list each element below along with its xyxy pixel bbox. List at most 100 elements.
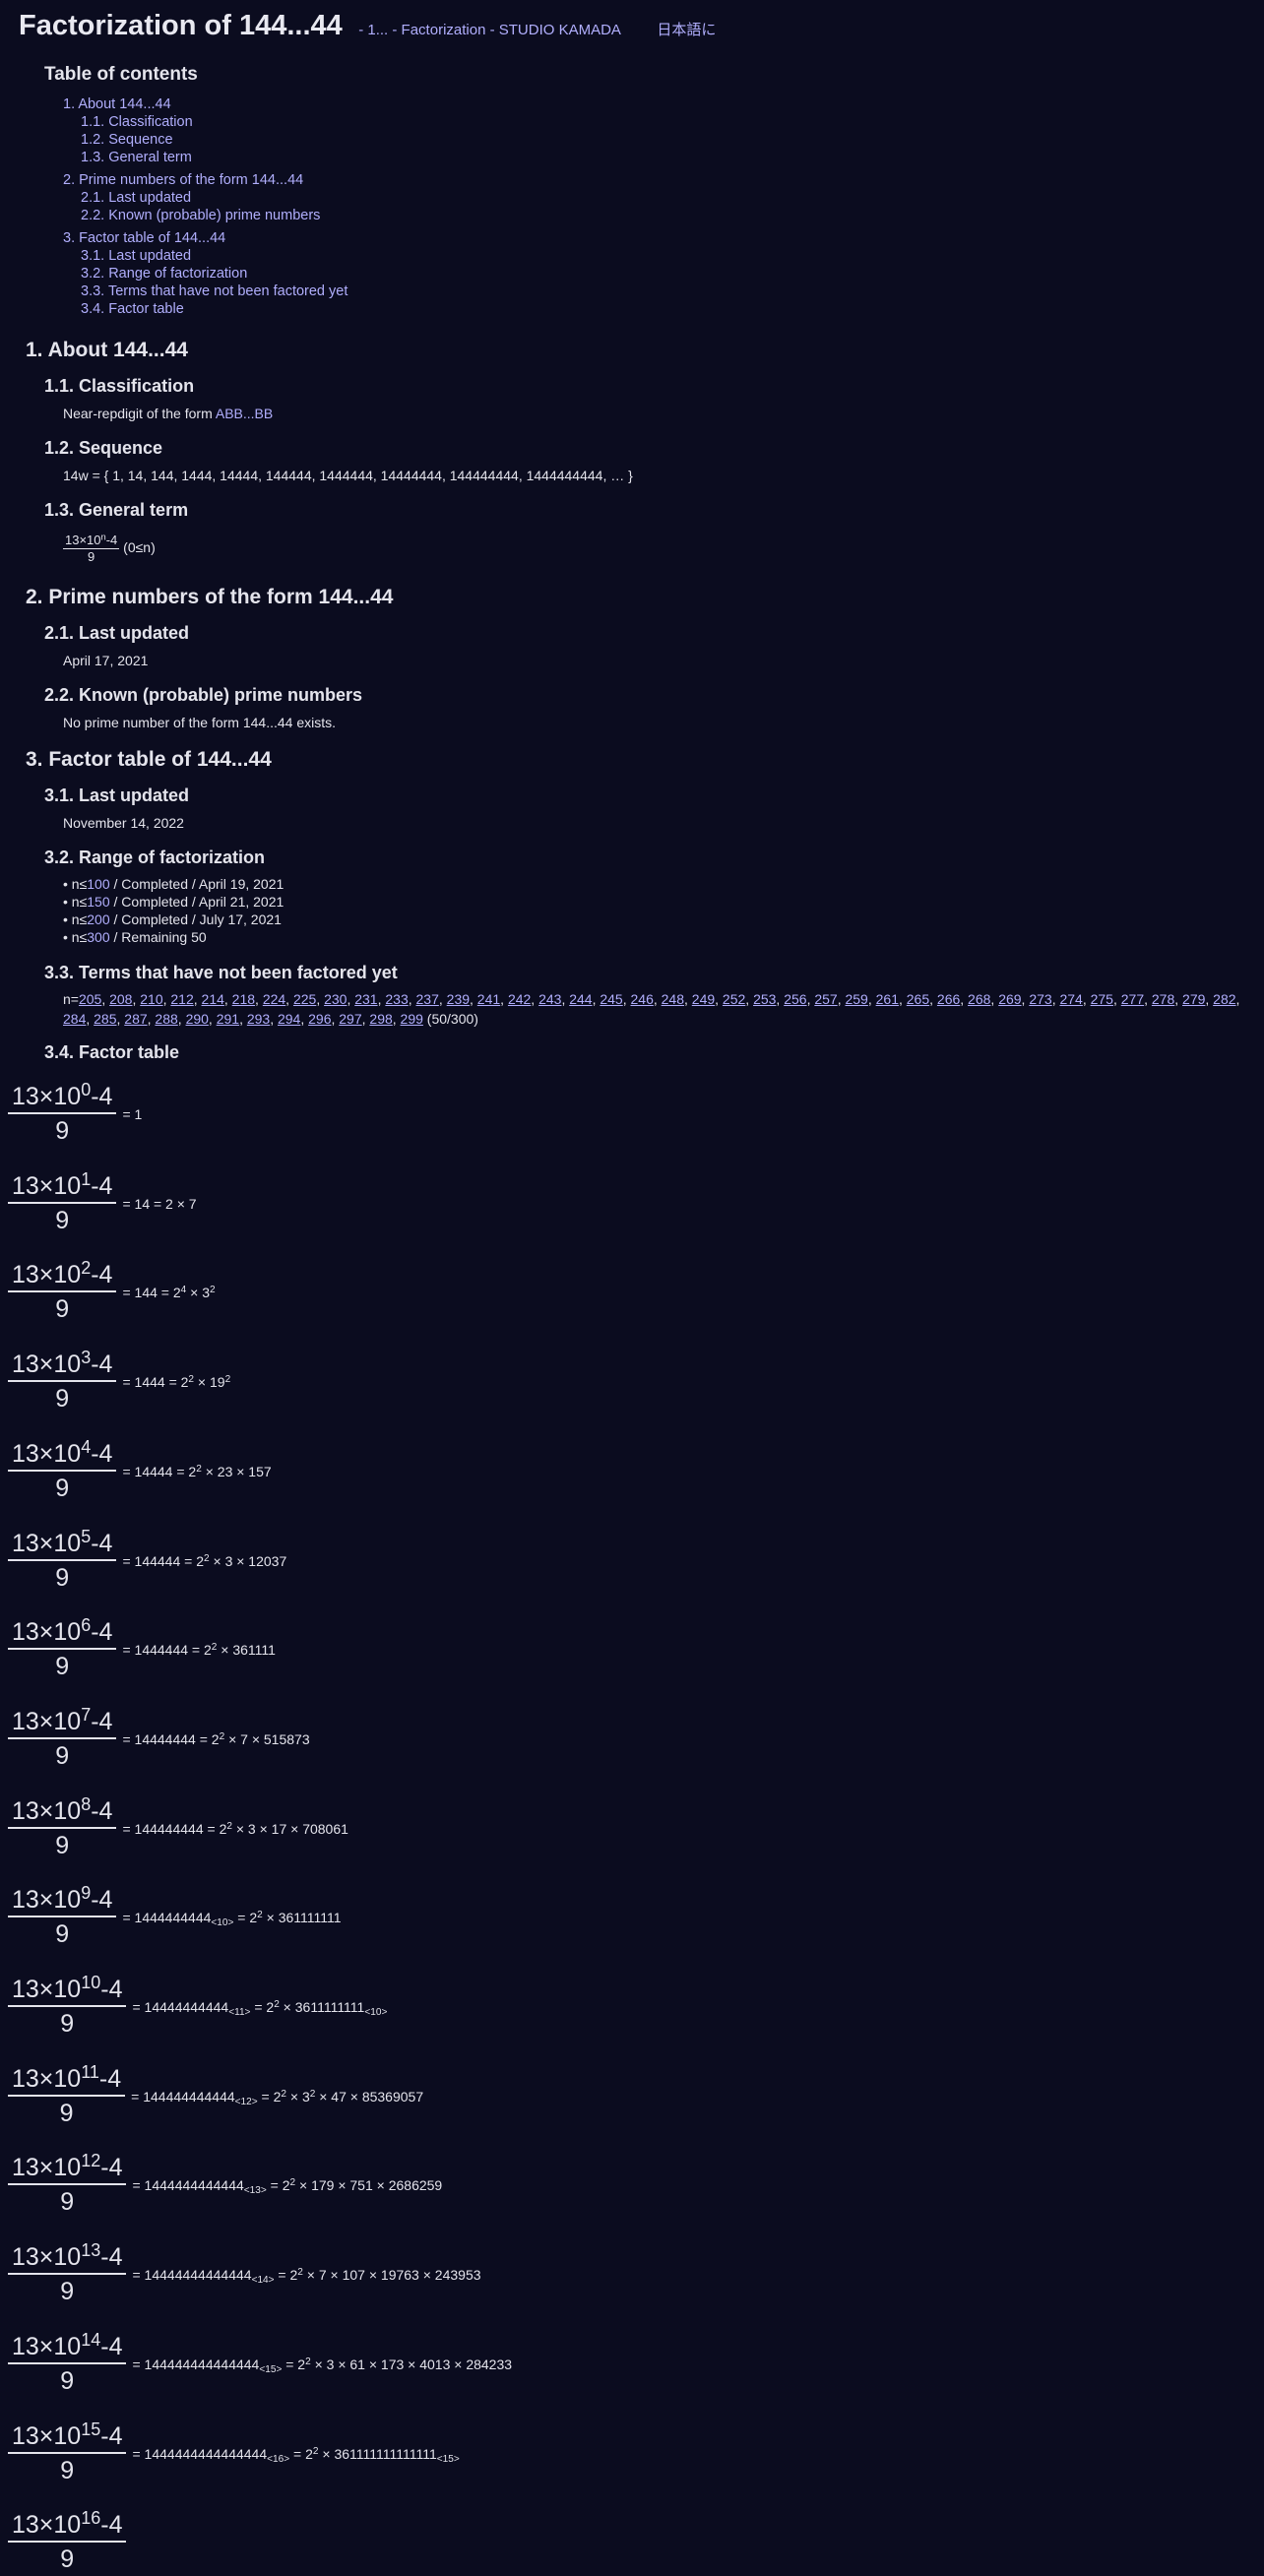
pending-term-link[interactable]: 243 xyxy=(538,991,562,1007)
pending-term-link[interactable]: 265 xyxy=(906,991,930,1007)
factorization-expression: = 1444444 = 22 × 361111 xyxy=(122,1641,276,1658)
pending-term-link[interactable]: 284 xyxy=(63,1011,87,1027)
toc-link[interactable]: 2. Prime numbers of the form 144...44 xyxy=(63,172,304,188)
pending-term-link[interactable]: 210 xyxy=(140,991,163,1007)
pending-term-link[interactable]: 261 xyxy=(875,991,899,1007)
toc-sublink[interactable]: 3.3. Terms that have not been factored y… xyxy=(81,283,348,299)
toc-link[interactable]: 3. Factor table of 144...44 xyxy=(63,230,226,246)
pending-term-link[interactable]: 249 xyxy=(691,991,716,1007)
factorization-expression: = 144444444 = 22 × 3 × 17 × 708061 xyxy=(122,1820,348,1837)
factorization-expression: = 144 = 24 × 32 xyxy=(122,1284,216,1300)
range-limit-link[interactable]: 300 xyxy=(87,929,110,945)
range-limit-link[interactable]: 150 xyxy=(87,894,110,910)
toc-sublink[interactable]: 3.2. Range of factorization xyxy=(81,266,248,282)
pending-term-link[interactable]: 275 xyxy=(1090,991,1113,1007)
toc-sublink[interactable]: 3.1. Last updated xyxy=(81,248,192,264)
pending-term-link[interactable]: 253 xyxy=(753,991,777,1007)
pending-term-link[interactable]: 282 xyxy=(1213,991,1236,1007)
pending-term-link[interactable]: 231 xyxy=(354,991,378,1007)
toc-sublink[interactable]: 3.4. Factor table xyxy=(81,301,184,317)
pending-term-link[interactable]: 296 xyxy=(308,1011,332,1027)
pending-term-link[interactable]: 214 xyxy=(201,991,224,1007)
pending-term-link[interactable]: 239 xyxy=(446,991,471,1007)
pending-term-link[interactable]: 290 xyxy=(185,1011,209,1027)
classification-label: Near-repdigit of the form xyxy=(63,406,216,421)
range-limit-link[interactable]: 100 xyxy=(87,876,110,892)
toc-sublink[interactable]: 2.1. Last updated xyxy=(81,190,192,206)
pending-term-link[interactable]: 205 xyxy=(78,991,102,1007)
toc-title: Table of contents xyxy=(44,64,198,85)
japanese-language-link[interactable]: 日本語に xyxy=(657,22,717,38)
pending-term-link[interactable]: 244 xyxy=(569,991,593,1007)
pending-term-link[interactable]: 278 xyxy=(1151,991,1175,1007)
pending-term-link[interactable]: 256 xyxy=(784,991,807,1007)
pending-term-link[interactable]: 266 xyxy=(936,991,961,1007)
site-breadcrumb-link[interactable]: - 1... - Factorization - STUDIO KAMADA xyxy=(358,22,621,38)
pending-term-link[interactable]: 291 xyxy=(216,1011,240,1027)
pending-term-link[interactable]: 252 xyxy=(722,991,746,1007)
pending-term-link[interactable]: 269 xyxy=(998,991,1022,1007)
pending-term-link[interactable]: 285 xyxy=(94,1011,117,1027)
toc-sublink[interactable]: 2.2. Known (probable) prime numbers xyxy=(81,208,321,223)
pending-term-link[interactable]: 279 xyxy=(1182,991,1206,1007)
factorization-expression: = 1444444444444<13> = 22 × 179 × 751 × 2… xyxy=(132,2176,443,2197)
range-limit-link[interactable]: 200 xyxy=(87,911,110,927)
pending-term-link[interactable]: 246 xyxy=(630,991,654,1007)
toc-subsection: 2.1. Last updated xyxy=(81,189,348,207)
pending-term-link[interactable]: 257 xyxy=(814,991,838,1007)
pending-term-link[interactable]: 259 xyxy=(845,991,868,1007)
sequence-heading: 1.2. Sequence xyxy=(44,438,163,458)
toc-sublink[interactable]: 1.2. Sequence xyxy=(81,132,173,148)
classification-text: Near-repdigit of the form ABB...BB xyxy=(63,406,273,421)
pending-term-link[interactable]: 212 xyxy=(170,991,194,1007)
toc-sublist: 3.1. Last updated 3.2. Range of factoriza… xyxy=(63,247,348,318)
pending-term-link[interactable]: 237 xyxy=(415,991,439,1007)
pending-term-link[interactable]: 248 xyxy=(661,991,684,1007)
pending-term-link[interactable]: 294 xyxy=(277,1011,301,1027)
range-item: • n≤200 / Completed / July 17, 2021 xyxy=(63,911,282,927)
pending-term-link[interactable]: 277 xyxy=(1120,991,1145,1007)
pending-term-link[interactable]: 268 xyxy=(968,991,991,1007)
page-header: Factorization of 144...44 - 1... - Facto… xyxy=(19,10,716,42)
pending-term-link[interactable]: 287 xyxy=(124,1011,148,1027)
toc-link[interactable]: 1. About 144...44 xyxy=(63,96,171,112)
factorization-expression: = 144444444444<12> = 22 × 32 × 47 × 8536… xyxy=(131,2088,424,2108)
pending-term-link[interactable]: 241 xyxy=(476,991,501,1007)
pending-term-link[interactable]: 273 xyxy=(1029,991,1052,1007)
pending-term-link[interactable]: 293 xyxy=(246,1011,271,1027)
pending-term-link[interactable]: 299 xyxy=(400,1011,423,1027)
pending-term-link[interactable]: 230 xyxy=(324,991,348,1007)
pending-term-link[interactable]: 298 xyxy=(369,1011,393,1027)
pending-term-link[interactable]: 208 xyxy=(109,991,133,1007)
pending-term-link[interactable]: 274 xyxy=(1059,991,1083,1007)
pending-term-link[interactable]: 218 xyxy=(231,991,256,1007)
pending-term-link[interactable]: 297 xyxy=(339,1011,362,1027)
pending-term-link[interactable]: 245 xyxy=(600,991,623,1007)
pending-term-link[interactable]: 242 xyxy=(507,991,532,1007)
page-title: Factorization of 144...44 xyxy=(19,10,343,41)
pending-term-link[interactable]: 224 xyxy=(262,991,286,1007)
toc-sublist: 2.1. Last updated 2.2. Known (probable) p… xyxy=(63,189,348,224)
toc-sublink[interactable]: 1.3. General term xyxy=(81,150,192,165)
general-term-formula: 13×10n-4 9 (0≤n) xyxy=(63,533,156,565)
range-list: • n≤100 / Completed / April 19, 2021• n≤… xyxy=(63,875,284,946)
pending-term-link[interactable]: 225 xyxy=(292,991,317,1007)
section-1-heading: 1. About 144...44 xyxy=(26,339,188,361)
factor-table-heading: 3.4. Factor table xyxy=(44,1042,180,1062)
near-repdigit-link[interactable]: ABB...BB xyxy=(215,406,274,421)
pending-term-link[interactable]: 233 xyxy=(385,991,409,1007)
toc-subsection: 3.2. Range of factorization xyxy=(81,265,348,283)
toc-sublink[interactable]: 1.1. Classification xyxy=(81,114,193,130)
pending-term-link[interactable]: 288 xyxy=(155,1011,178,1027)
toc-subsection: 1.3. General term xyxy=(81,149,348,166)
